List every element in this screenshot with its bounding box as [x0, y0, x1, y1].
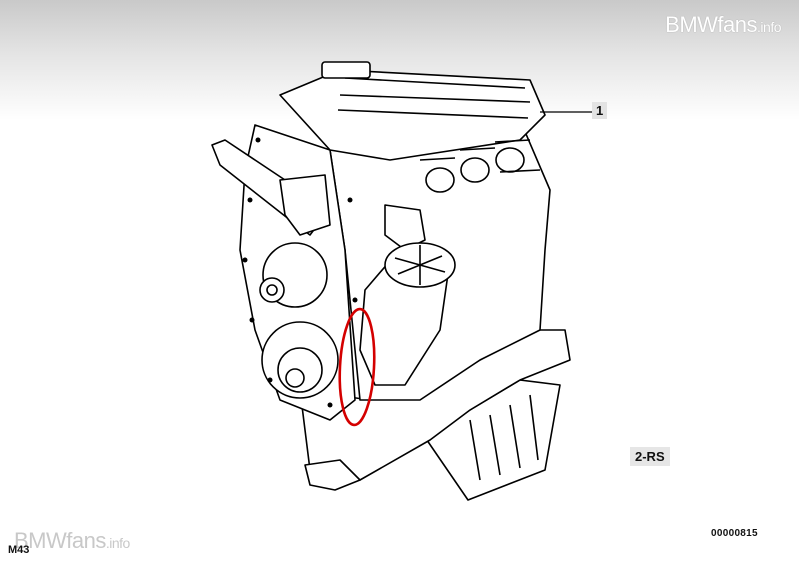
document-number: 00000815: [711, 528, 758, 539]
thermostat-housing: [279, 174, 331, 236]
manifold-studs: [419, 139, 541, 173]
oil-pan-ribs: [469, 394, 539, 481]
intake-port: [460, 157, 490, 183]
bolt-heads: [242, 137, 358, 408]
watermark-brand: BMWfans: [665, 12, 758, 37]
callout-label-1: 1: [592, 102, 608, 119]
watermark-suffix: .info: [757, 19, 781, 35]
model-code: M43: [8, 544, 30, 556]
intake-port: [425, 167, 455, 193]
watermark-bottom: BMWfans.info: [14, 528, 130, 554]
watermark-brand: BMWfans: [14, 528, 106, 553]
engine-mount: [304, 459, 361, 491]
water-pump-boss: [266, 284, 278, 296]
variant-label: 2-RS: [630, 447, 670, 466]
oil-filler-cap: [321, 61, 371, 79]
watermark-top: BMWfans.info: [665, 12, 781, 38]
highlight-marker: [338, 307, 376, 427]
crank-pulley-hub: [285, 368, 305, 388]
oil-filter-cap-ribs: [394, 245, 446, 285]
cylinder-head: [279, 69, 546, 161]
watermark-suffix: .info: [105, 535, 130, 551]
valve-cover-ridges: [337, 77, 531, 119]
intake-port: [495, 147, 525, 173]
